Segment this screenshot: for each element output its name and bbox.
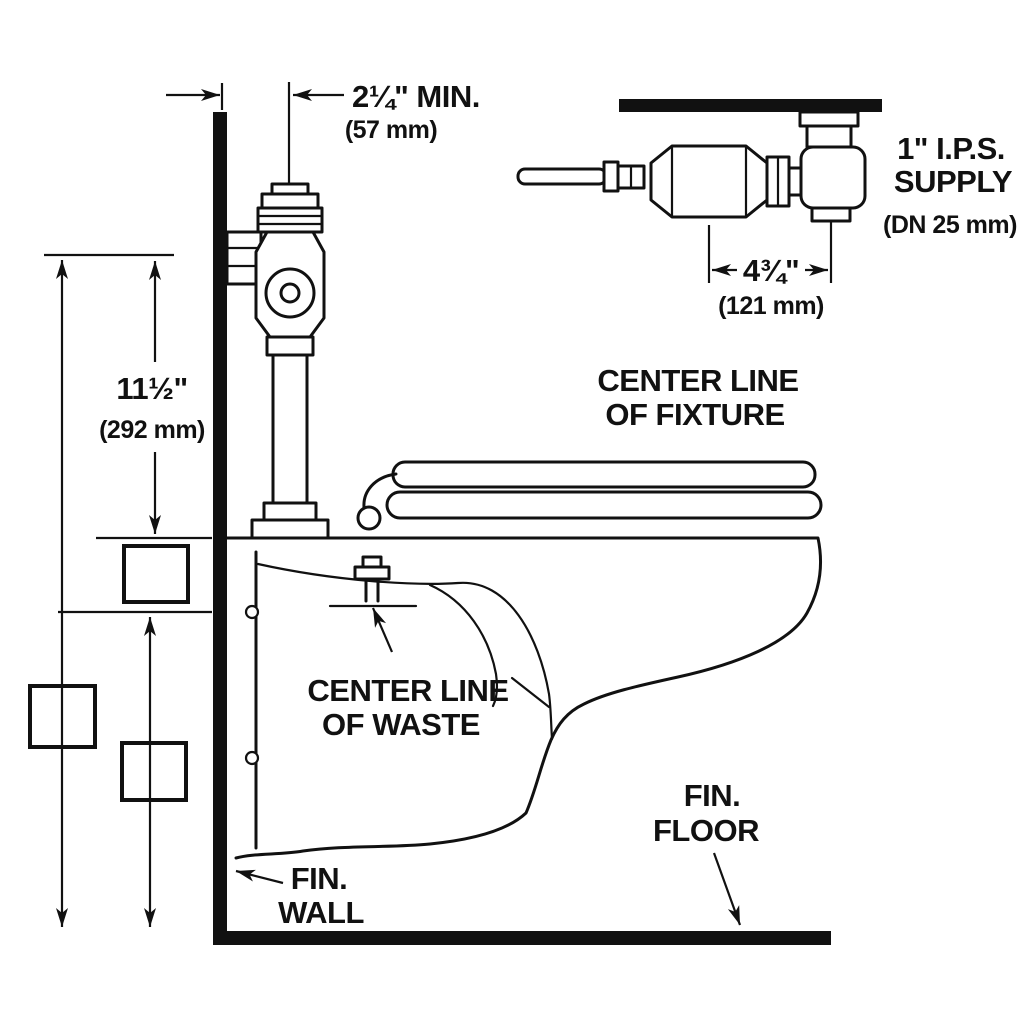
toilet-bowl [225,536,822,860]
floor-bar [213,931,831,945]
dim-fixture-offset-value: 4¾" [743,253,799,288]
dimension-boxes [28,544,190,802]
seat-ring-slat [385,490,823,520]
bowl-inner-curve [256,562,554,741]
valve-cover-hub [279,282,301,304]
dimension-wall-offset: 2¼" MIN. (57 mm) [166,79,480,183]
waste-leader-line [510,676,551,709]
supply-metric-label: (DN 25 mm) [883,211,1017,239]
fin-wall-line1: FIN. [291,861,348,896]
label-supply: 1" I.P.S. SUPPLY (DN 25 mm) [883,131,1018,239]
centerline-fixture-line1: CENTER LINE [597,363,798,398]
seat-lid-slat [391,460,817,489]
flush-valve-side-view [225,182,330,540]
centerline-fixture-line2: OF FIXTURE [605,397,784,432]
dimension-fixture-offset: 4¾" (121 mm) [707,221,833,320]
handle-coupling [602,160,620,193]
dimension-box-3 [120,741,188,802]
label-centerline-fixture: CENTER LINE OF FIXTURE [597,363,799,432]
supply-stop-cap [810,206,852,223]
flush-valve-top-view [516,110,867,223]
fin-floor-line1: FIN. [684,778,741,813]
dimension-box-1 [122,544,190,604]
top-wall-bar [619,99,882,112]
toilet-seat [356,460,823,531]
valve-cap-band [260,192,320,210]
wall-leader-arrow [235,869,284,885]
mounting-hole-upper [244,604,260,620]
valve-hex-nut [256,206,324,234]
seat-hinge-bracket [362,472,398,509]
flush-tube [271,353,309,505]
label-centerline-waste: CENTER LINE OF WASTE [307,607,551,742]
supply-riser [805,124,853,149]
spud-flange [250,518,330,540]
dim-height-metric: (292 mm) [99,416,205,444]
mounting-hole-lower [244,750,260,766]
bowl-inner-curve-2 [428,583,499,708]
fin-wall-line2: WALL [278,895,364,930]
dim-wall-offset-metric: (57 mm) [345,116,438,144]
tube-coupling-lower [262,501,318,522]
dim-fixture-offset-metric: (121 mm) [718,292,824,320]
supply-stop-body [799,145,867,210]
waste-leader-arrow [371,607,394,653]
valve-body-top [649,144,769,219]
dim-height-value: 11½" [116,371,187,406]
supply-size-label: 1" I.P.S. [897,131,1005,166]
valve-handle [516,167,608,186]
dim-wall-offset-value: 2¼" MIN. [352,79,480,114]
supply-word-label: SUPPLY [894,164,1013,199]
tube-coupling-upper [265,335,315,357]
supply-wall-flange [798,110,860,128]
label-fin-wall: FIN. WALL [235,861,364,930]
dimension-box-2 [28,684,97,749]
top-view-wall [619,99,882,112]
waste-outlet-bolt [328,555,418,608]
seat-hinge-pin [356,505,382,531]
floor-leader-arrow [712,852,742,926]
bolt-base [353,565,391,581]
dimension-lower-left [58,610,212,927]
centerline-waste-line1: CENTER LINE [307,673,508,708]
centerline-waste-line2: OF WASTE [322,707,480,742]
finished-wall [213,112,227,943]
finished-floor [213,931,831,945]
bowl-outline [225,536,822,860]
label-fin-floor: FIN. FLOOR [653,778,760,926]
wall-bar [213,112,227,943]
fin-floor-line2: FLOOR [653,813,759,848]
dimension-overall-left [44,253,174,927]
dimension-height: 11½" (292 mm) [96,261,212,540]
